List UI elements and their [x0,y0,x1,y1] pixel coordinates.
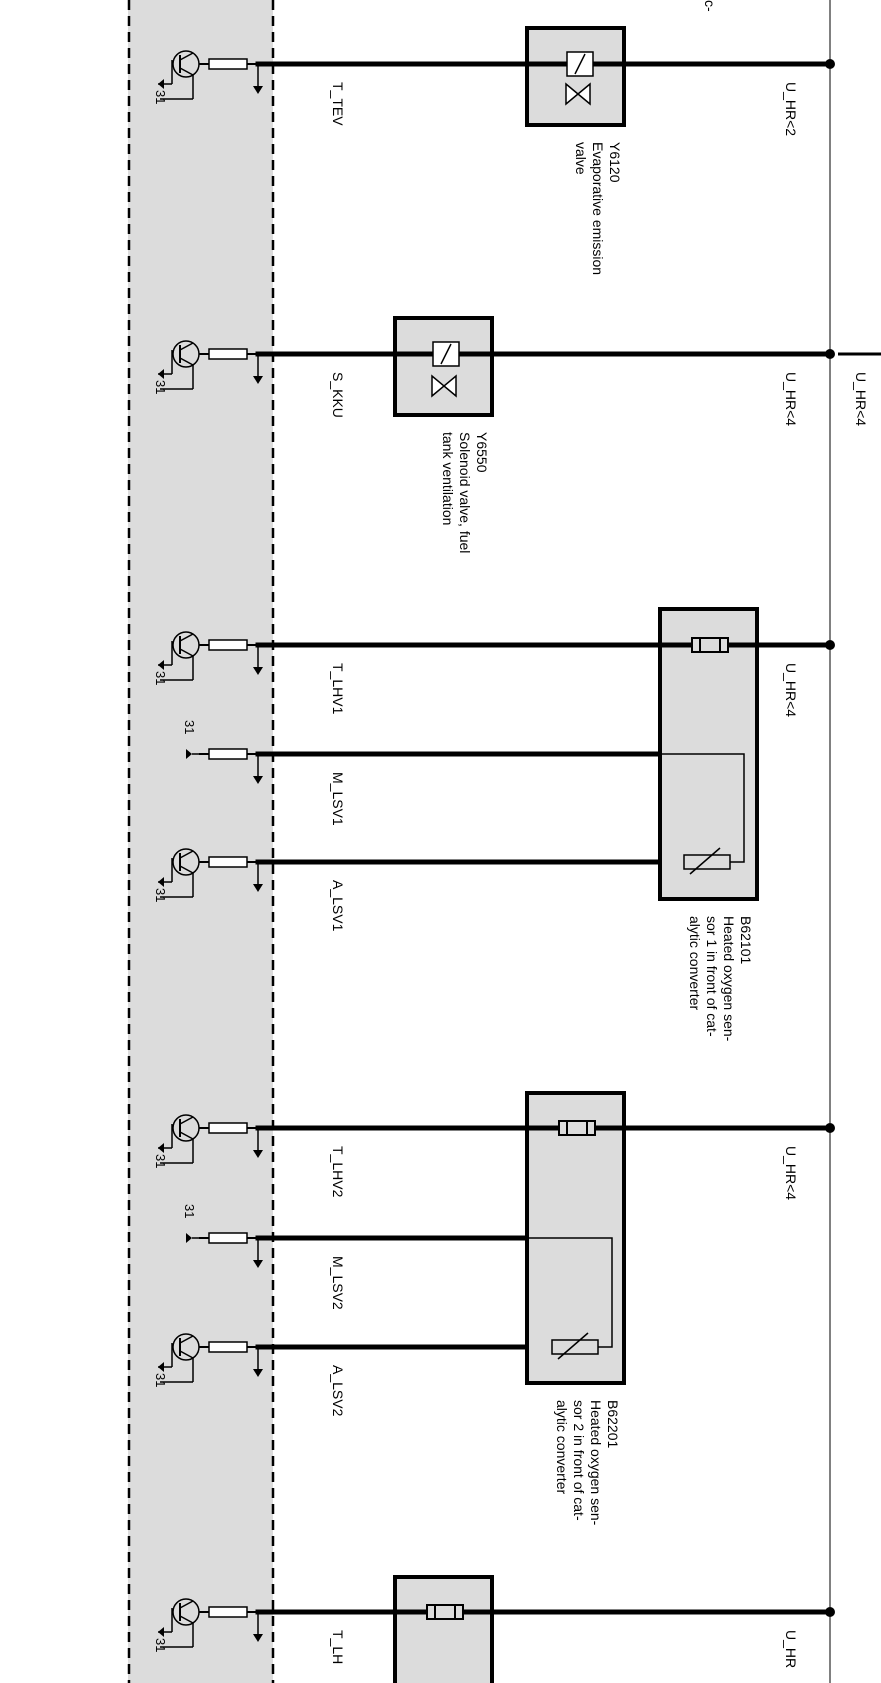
signal-label-a-lsv2: A_LSV2 [330,1365,346,1417]
control-unit-panel [128,0,273,1683]
heater-element-icon-2 [558,1120,596,1136]
component-desc-b62101-3: alytic converter [687,916,703,1010]
supply-label-u-hr2: U_HR<2 [783,82,799,136]
ground-label: 31 [153,671,168,685]
component-y6550 [393,316,494,417]
ground-label: 31 [153,380,168,394]
ground-label: 31 [182,1204,197,1218]
signal-label-m-lsv2: M_LSV2 [330,1256,346,1310]
component-desc-y6120-1: Evaporative emission [590,142,606,275]
signal-label-t-lhv1: T_LHV1 [330,663,346,715]
component-desc-b62101-1: Heated oxygen sen- [721,916,737,1042]
ground-label: 31 [153,1373,168,1387]
component-desc-b62201-3: alytic converter [554,1400,570,1494]
component-desc-b62101-2: sor 1 in front of cat- [704,916,720,1037]
supply-label-u-hr4-b: U_HR<4 [783,663,799,717]
bus-junctions [825,59,835,1617]
signal-label-t-lhv2: T_LHV2 [330,1146,346,1198]
signal-label-s-kku: S_KKU [330,372,346,418]
valve-icon-2 [431,374,457,398]
supply-label-u-hr4-c: U_HR<4 [783,1146,799,1200]
supply-label-u-hr4-right: U_HR<4 [853,372,869,426]
sensor-resistor-icon [683,854,731,870]
sensor-resistor-icon-2 [551,1339,599,1355]
supply-label-u-hr4-a: U_HR<4 [783,372,799,426]
component-desc-b62201-1: Heated oxygen sen- [588,1400,604,1526]
component-y6120 [525,26,626,127]
component-desc-b62201-2: sor 2 in front of cat- [571,1400,587,1521]
component-id-b62101: B62101 [738,916,754,964]
component-id-y6120: Y6120 [607,142,623,183]
component-desc-y6550-2: tank ventilation [440,432,456,525]
ground-label: 31 [153,888,168,902]
component-b62101 [658,607,759,901]
signal-label-a-lsv1: A_LSV1 [330,880,346,932]
partial-top-label: c- [702,0,718,12]
signal-label-m-lsv1: M_LSV1 [330,772,346,826]
ground-label: 31 [153,90,168,104]
component-desc-y6120-2: valve [573,142,589,175]
signal-label-t-tev: T_TEV [330,82,346,126]
ground-label: 31 [153,1154,168,1168]
component-id-b62201: B62201 [605,1400,621,1448]
component-bottom-partial [393,1575,494,1683]
heater-element-icon-3 [426,1604,464,1620]
component-desc-y6550-1: Solenoid valve, fuel [457,432,473,553]
component-b62201 [525,1091,626,1385]
ground-label: 31 [182,720,197,734]
signal-label-t-lh-bottom: T_LH [330,1630,346,1664]
supply-label-u-hr-bottom: U_HR [783,1630,799,1668]
heater-element-icon [691,637,729,653]
component-id-y6550: Y6550 [474,432,490,473]
ground-label: 31 [153,1638,168,1652]
valve-icon [565,82,591,106]
